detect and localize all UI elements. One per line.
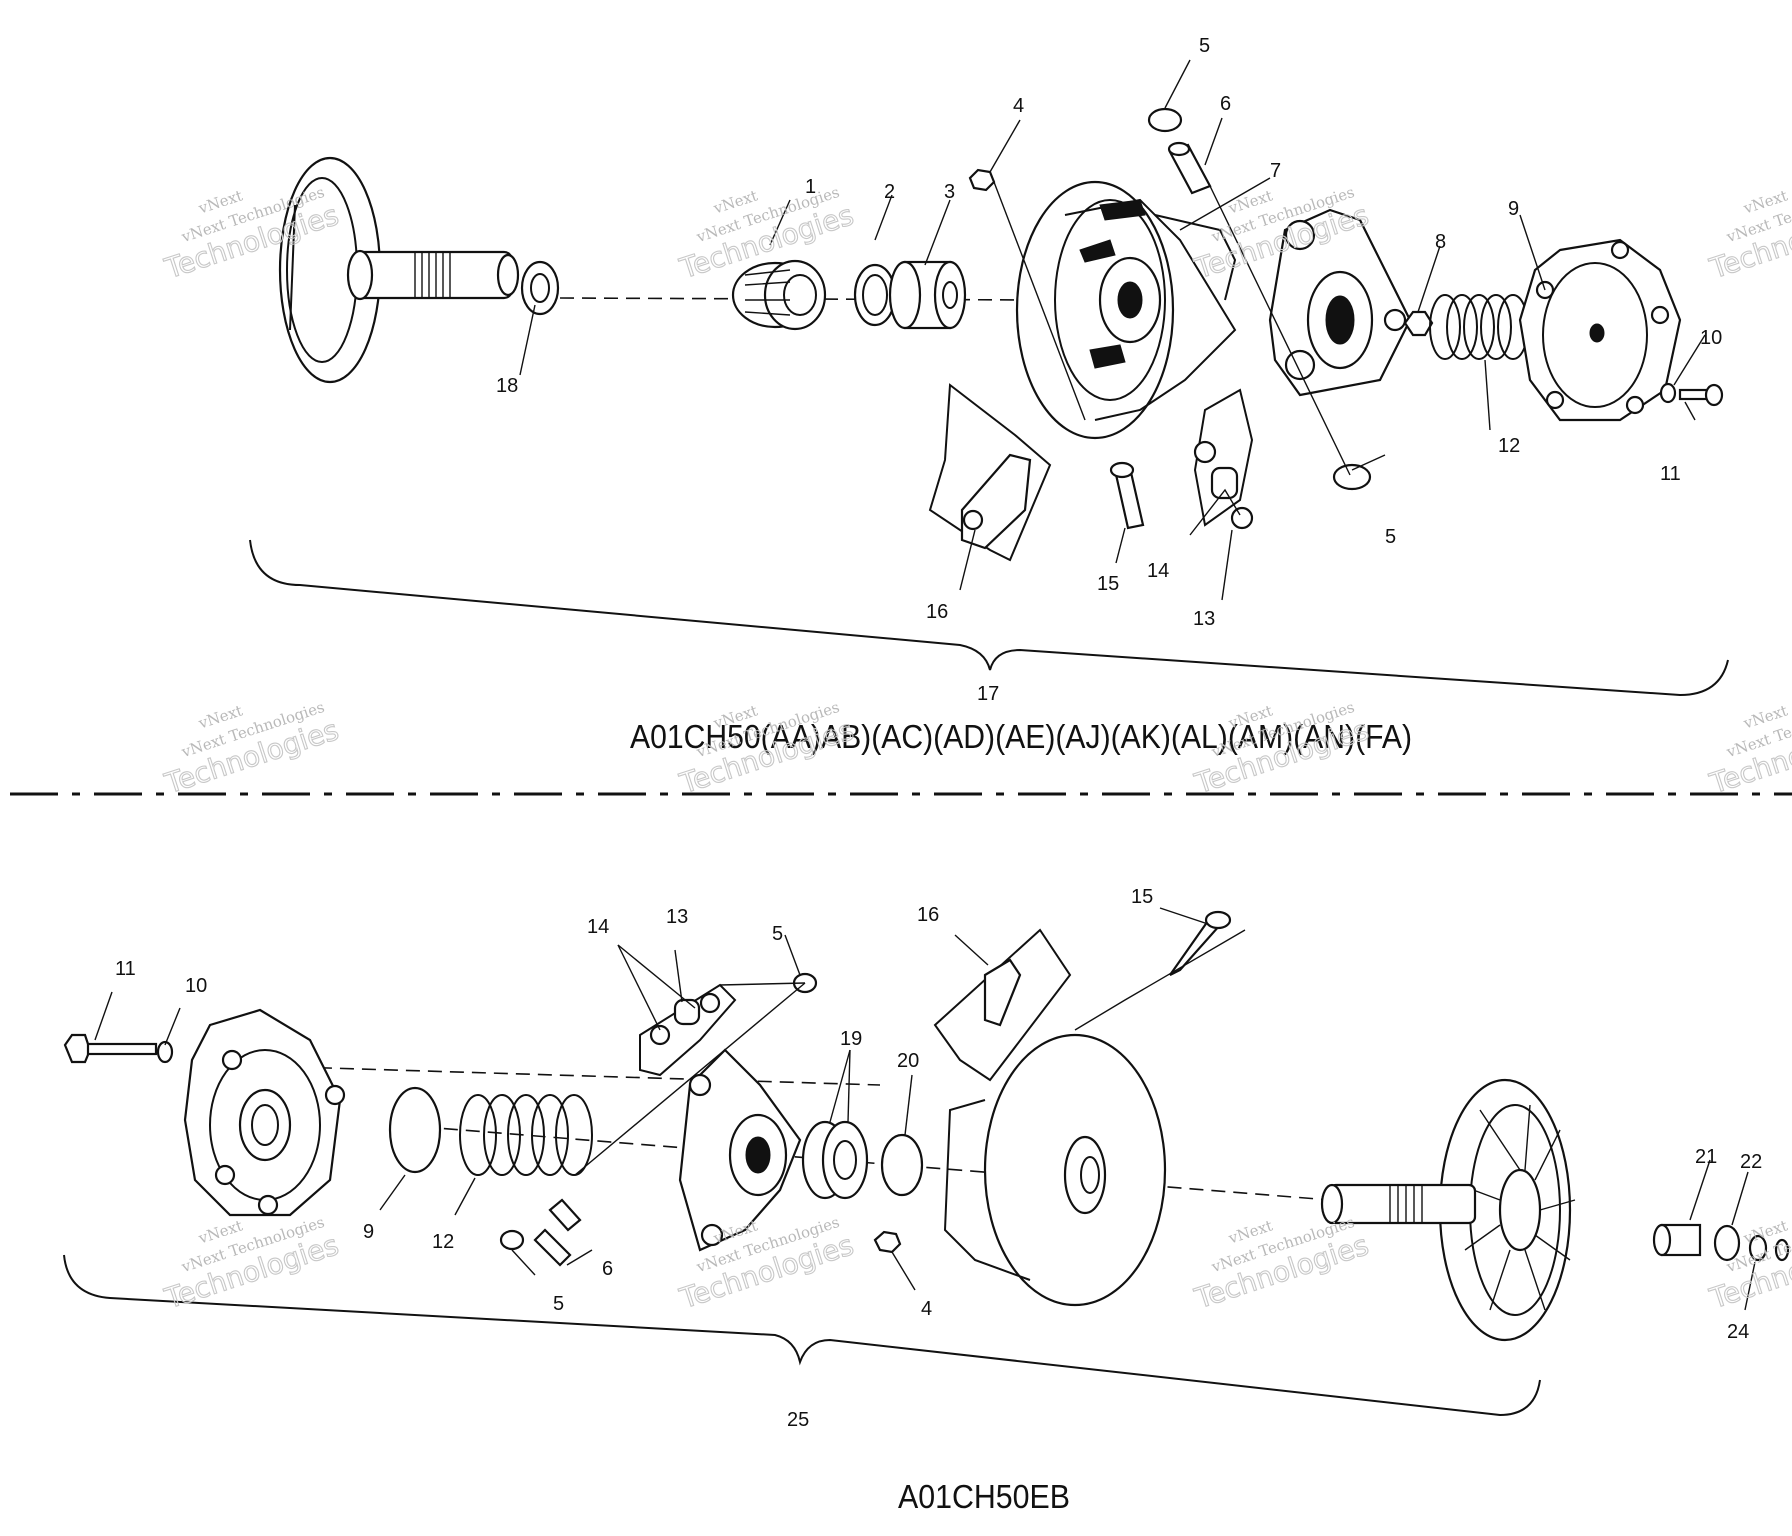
bottom-shoe: [933, 928, 1072, 1082]
bottom-axis-line-2: [229, 1064, 881, 1086]
top-sheave: [278, 156, 560, 384]
callout-2: 2: [884, 181, 895, 203]
watermark: vNext vNext Technologies Technologies: [1705, 698, 1792, 801]
top-pin: [1167, 141, 1212, 195]
callout-b-20: 20: [897, 1050, 919, 1072]
top-weight-cap: [1147, 107, 1183, 133]
bottom-leader-lines: [94, 907, 1756, 1311]
callout-11: 11: [1660, 463, 1681, 485]
callout-15: 15: [1097, 573, 1119, 595]
top-bushing-13-14: [1193, 388, 1254, 530]
callout-b-15: 15: [1131, 886, 1153, 908]
callout-b-9: 9: [363, 1221, 374, 1243]
callout-13: 13: [1193, 608, 1215, 630]
top-bolt: [1678, 383, 1724, 407]
callout-b-10: 10: [185, 975, 207, 997]
callout-12: 12: [1498, 435, 1520, 457]
callout-b-25: 25: [787, 1409, 809, 1431]
callout-4: 4: [1013, 95, 1024, 117]
top-leader-lines: [519, 59, 1706, 601]
callout-1: 1: [805, 176, 816, 198]
callout-b-19: 19: [840, 1028, 862, 1050]
callout-b-22: 22: [1740, 1151, 1762, 1173]
bottom-bolt-15: [1169, 910, 1232, 976]
callout-b-24: 24: [1727, 1321, 1749, 1343]
top-roller: [968, 168, 996, 192]
bottom-cover: [183, 1008, 346, 1217]
callout-b-21: 21: [1695, 1146, 1717, 1168]
watermark: vNext vNext Technologies Technologies: [1705, 183, 1792, 286]
bottom-fan-sheave: [1320, 1078, 1576, 1342]
bottom-assembly: [63, 907, 1790, 1417]
bottom-spacer: [1652, 1223, 1702, 1257]
top-moveable-sheave: [1015, 180, 1237, 440]
callout-9: 9: [1508, 198, 1519, 220]
callout-b-5b: 5: [553, 1293, 564, 1315]
top-washer: [1659, 382, 1677, 404]
callout-10: 10: [1700, 327, 1722, 349]
callout-14: 14: [1147, 560, 1169, 582]
callout-b-14: 14: [587, 916, 609, 938]
callout-8: 8: [1435, 231, 1446, 253]
callout-labels-bottom: 11 10 14 13 5 16 15 19 20 21 22 9 12 6 5…: [115, 886, 1762, 1431]
bottom-bushing-13-14: [639, 983, 737, 1077]
top-bushing: [888, 260, 967, 330]
bottom-assembly-title: A01CH50EB: [898, 1478, 1070, 1515]
top-assembly-title: A01CH50(AA)AB)(AC)(AD)(AE)(AJ)(AK)(AL)(A…: [630, 718, 1412, 755]
bottom-moveable-sheave: [943, 1033, 1167, 1307]
top-spider: [1268, 208, 1412, 397]
top-nut: [1403, 310, 1434, 337]
bottom-spider: [678, 1048, 802, 1252]
top-brace: [249, 539, 1729, 697]
bottom-washer: [156, 1040, 174, 1064]
callout-3: 3: [944, 181, 955, 203]
bottom-brace: [63, 1254, 1541, 1417]
watermark: vNext vNext Technologies Technologies: [1705, 1213, 1792, 1316]
callout-labels-top: 1 2 3 4 5 6 7 8 9 10 11 12 13 14 15 16 1…: [496, 35, 1722, 705]
bottom-bolt: [63, 1033, 158, 1064]
top-cover: [1518, 238, 1682, 422]
bottom-roller: [873, 1230, 902, 1254]
callout-16: 16: [926, 601, 948, 623]
bottom-washer-22: [1713, 1224, 1741, 1262]
callout-b-4: 4: [921, 1298, 932, 1320]
callout-b-11: 11: [115, 958, 136, 980]
bottom-bearings: [801, 1120, 869, 1200]
callout-b-6: 6: [602, 1258, 613, 1280]
top-weight-cap-2: [1332, 463, 1372, 491]
callout-b-13: 13: [666, 906, 688, 928]
callout-5b: 5: [1385, 526, 1396, 548]
top-shoe: [928, 383, 1052, 562]
top-assembly: [249, 59, 1729, 697]
bottom-ring-20: [880, 1133, 924, 1197]
bottom-pin: [533, 1198, 582, 1267]
callout-5: 5: [1199, 35, 1210, 57]
callout-7: 7: [1270, 160, 1281, 182]
callout-b-12: 12: [432, 1231, 454, 1253]
callout-18: 18: [496, 375, 518, 397]
callout-6: 6: [1220, 93, 1231, 115]
top-bearing: [731, 259, 827, 331]
top-bolt-15: [1109, 461, 1145, 530]
bottom-spring: [459, 1094, 593, 1176]
callout-b-16: 16: [917, 904, 939, 926]
bottom-ring: [388, 1086, 442, 1174]
top-spring: [1429, 294, 1529, 360]
bottom-cap: [499, 1229, 525, 1251]
bottom-washer-24: [1748, 1234, 1768, 1262]
watermark: vNext vNext Technologies Technologies: [160, 698, 343, 801]
callout-b-5: 5: [772, 923, 783, 945]
callout-17: 17: [977, 683, 999, 705]
